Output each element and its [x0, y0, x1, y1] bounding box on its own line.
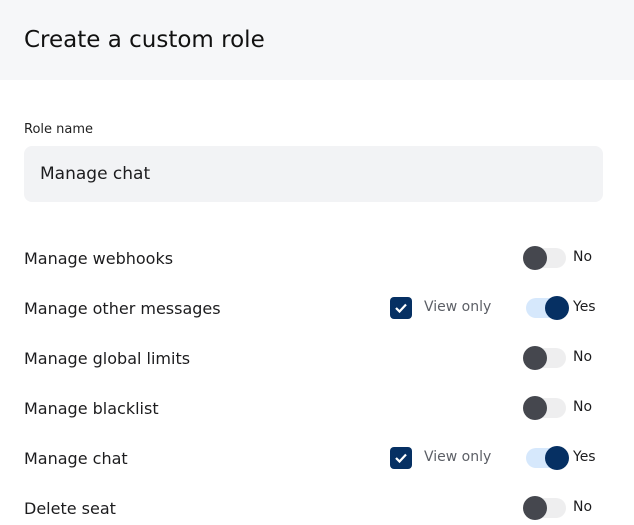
toggle-knob — [523, 396, 547, 420]
permission-row: Manage chat View only Yes — [24, 443, 604, 473]
permission-row: Manage webhooks No — [24, 243, 604, 273]
dialog-header: Create a custom role — [0, 0, 634, 80]
toggle-state-label: Yes — [573, 449, 596, 465]
permission-name: Manage chat — [24, 448, 128, 468]
check-icon — [395, 303, 407, 314]
permission-row: Delete seat No — [24, 493, 604, 523]
toggle-state-label: No — [573, 499, 593, 515]
permission-name: Manage webhooks — [24, 248, 174, 268]
role-name-label: Role name — [24, 122, 94, 137]
permission-toggle[interactable] — [523, 396, 566, 420]
toggle-knob — [545, 296, 569, 320]
permission-row: Manage other messages View only Yes — [24, 293, 604, 323]
permission-name: Manage blacklist — [24, 398, 159, 418]
role-name-input[interactable] — [24, 146, 603, 202]
view-only-checkbox[interactable] — [390, 447, 412, 469]
permission-toggle[interactable] — [526, 446, 569, 470]
permission-name: Manage other messages — [24, 298, 221, 318]
toggle-state-label: Yes — [573, 299, 596, 315]
toggle-knob — [545, 446, 569, 470]
view-only-label: View only — [424, 299, 492, 315]
view-only-checkbox[interactable] — [390, 297, 412, 319]
check-icon — [395, 453, 407, 464]
view-only-label: View only — [424, 449, 492, 465]
permission-toggle[interactable] — [523, 496, 566, 520]
toggle-knob — [523, 246, 547, 270]
toggle-knob — [523, 496, 547, 520]
permission-row: Manage blacklist No — [24, 393, 604, 423]
permission-toggle[interactable] — [523, 246, 566, 270]
permission-toggle[interactable] — [523, 346, 566, 370]
toggle-knob — [523, 346, 547, 370]
permission-toggle[interactable] — [526, 296, 569, 320]
permission-name: Delete seat — [24, 498, 116, 518]
toggle-state-label: No — [573, 399, 593, 415]
toggle-state-label: No — [573, 349, 593, 365]
permission-row: Manage global limits No — [24, 343, 604, 373]
toggle-state-label: No — [573, 249, 593, 265]
page-title: Create a custom role — [24, 27, 265, 53]
permission-name: Manage global limits — [24, 348, 191, 368]
